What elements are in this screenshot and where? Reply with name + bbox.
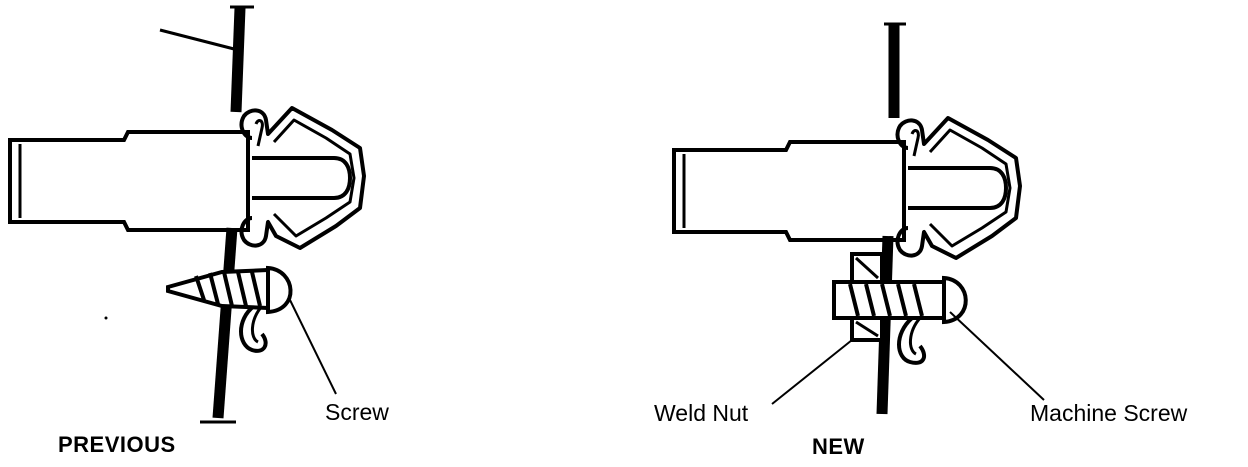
new-clip-assembly	[674, 24, 1044, 414]
weld-nut-label: Weld Nut	[654, 400, 749, 426]
new-caption: NEW	[812, 434, 865, 459]
machine-screw-label: Machine Screw	[1030, 400, 1188, 426]
screw-label: Screw	[325, 399, 389, 425]
previous-clip-assembly	[10, 7, 366, 422]
previous-caption: PREVIOUS	[58, 432, 176, 457]
